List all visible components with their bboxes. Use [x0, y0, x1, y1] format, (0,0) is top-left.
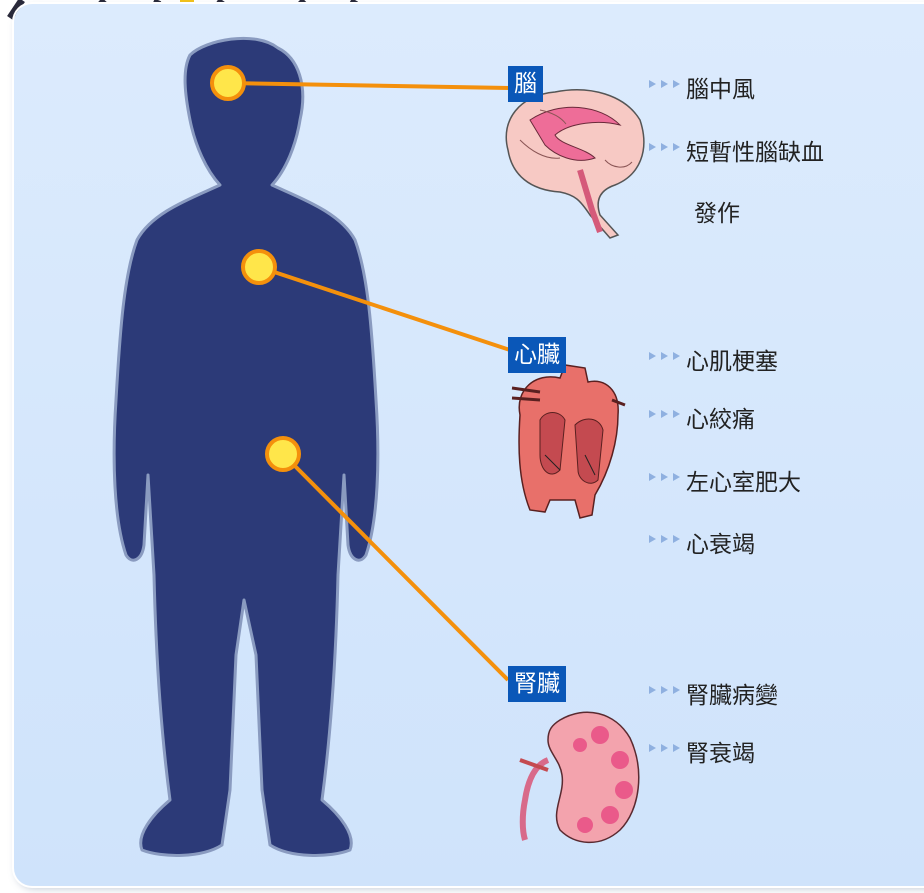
heart-condition-item: 心絞痛: [686, 400, 755, 434]
heart-icon: [512, 365, 625, 518]
kidney-icon: [520, 712, 639, 842]
brain-marker-dot: [212, 67, 244, 99]
heart-marker-dot: [243, 251, 275, 283]
brain-condition-item: 腦中風: [686, 70, 755, 104]
brain-label: 腦: [508, 66, 543, 102]
kidney-label: 腎臟: [508, 666, 566, 702]
bullet-arrow-icon: [649, 80, 680, 752]
person-silhouette-icon: [114, 38, 378, 855]
heart-condition-item: 心肌梗塞: [686, 342, 778, 376]
heart-condition-item: 左心室肥大: [686, 463, 801, 497]
heart-label: 心臟: [508, 337, 566, 373]
kidney-condition-item: 腎臟病變: [686, 676, 778, 710]
heart-condition-item: 心衰竭: [686, 525, 755, 559]
brain-icon: [506, 90, 644, 238]
brain-condition-item: 短暫性腦缺血: [686, 133, 824, 167]
kidney-condition-item: 腎衰竭: [686, 734, 755, 768]
kidney-marker-dot: [267, 438, 299, 470]
brain-condition-item: 發作: [694, 194, 740, 228]
